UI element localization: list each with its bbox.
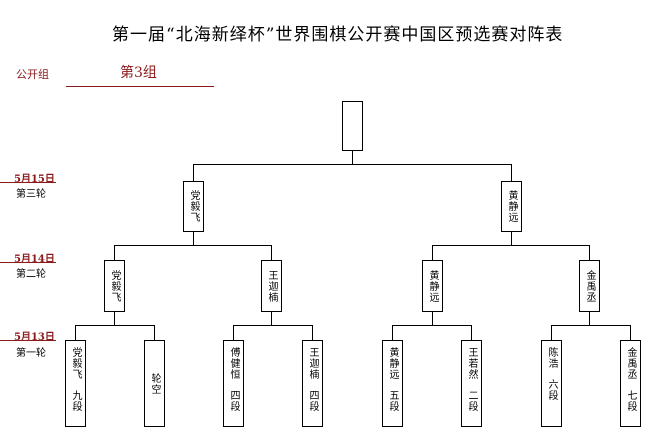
round-date-2: 5月14日	[14, 254, 55, 265]
player-rank: 六段	[546, 379, 557, 401]
player-rank: 九段	[70, 390, 81, 412]
player-name: 轮空	[149, 372, 160, 395]
round-divider-3	[0, 182, 56, 183]
bracket-line	[271, 311, 272, 325]
group-underline	[66, 86, 214, 87]
bracket-line	[233, 325, 313, 326]
player-name: 陈浩	[546, 347, 557, 369]
bracket-line	[630, 325, 631, 341]
player-name: 党毅飞	[188, 190, 199, 223]
round2-player-box: 黄静远	[422, 260, 443, 312]
player-rank: 四段	[307, 390, 318, 412]
bracket-line	[75, 325, 155, 326]
bracket-line	[193, 231, 194, 245]
round-name-3: 第三轮	[16, 189, 46, 200]
bracket-line	[589, 245, 590, 261]
bracket-line	[114, 245, 272, 246]
player-name: 傅健恒	[228, 347, 239, 380]
bracket-line	[114, 311, 115, 325]
player-rank: 二段	[466, 390, 477, 412]
final-winner-box	[342, 101, 363, 151]
bracket-line	[392, 325, 472, 326]
round3-player-box: 党毅飞	[183, 181, 204, 232]
bracket-line	[233, 325, 234, 341]
round1-bye-box: 轮空	[144, 340, 165, 427]
round-name-2: 第二轮	[16, 269, 46, 280]
round-divider-1	[0, 340, 56, 341]
round1-player-box: 黄静远 五段	[382, 340, 403, 427]
bracket-line	[511, 164, 512, 182]
round1-player-box: 金禹丞 七段	[620, 340, 641, 427]
round1-player-box: 傅健恒 四段	[223, 340, 244, 427]
bracket-line	[471, 325, 472, 341]
bracket-line	[432, 245, 590, 246]
bracket-line	[271, 245, 272, 261]
page-title: 第一届“北海新绎杯”世界围棋公开赛中国区预选赛对阵表	[112, 25, 564, 45]
player-name: 党毅飞	[109, 269, 120, 303]
player-rank: 五段	[387, 390, 398, 412]
bracket-line	[432, 311, 433, 325]
bracket-line	[75, 325, 76, 341]
round1-player-box: 党毅飞 九段	[65, 340, 86, 427]
bracket-line	[154, 325, 155, 341]
bracket-line	[392, 325, 393, 341]
round1-player-box: 陈浩 六段	[541, 340, 562, 427]
round3-player-box: 黄静远	[501, 181, 522, 232]
player-name: 金禹丞	[584, 269, 595, 303]
round-date-3: 5月15日	[14, 174, 55, 185]
player-name: 金禹丞	[625, 347, 636, 380]
bracket-line	[511, 231, 512, 245]
group-name: 第3组	[120, 65, 157, 81]
player-name: 王迦楠	[307, 347, 318, 380]
round-date-1: 5月13日	[14, 332, 55, 343]
player-name: 王迦楠	[266, 269, 277, 303]
group-label: 公开组	[16, 68, 49, 81]
round-name-1: 第一轮	[16, 348, 46, 359]
bracket-line	[193, 164, 512, 165]
bracket-line	[432, 245, 433, 261]
player-name: 黄静远	[506, 190, 517, 223]
player-name: 党毅飞	[70, 347, 81, 380]
round2-player-box: 党毅飞	[104, 260, 125, 312]
bracket-line	[589, 311, 590, 325]
round1-player-box: 王若然 二段	[461, 340, 482, 427]
player-name: 王若然	[466, 347, 477, 380]
bracket-line	[193, 164, 194, 182]
round2-player-box: 金禹丞	[579, 260, 600, 312]
bracket-line	[352, 150, 353, 164]
bracket-line	[312, 325, 313, 341]
player-name: 黄静远	[387, 347, 398, 380]
player-name: 黄静远	[427, 269, 438, 303]
player-rank: 四段	[228, 390, 239, 412]
bracket-line	[551, 325, 552, 341]
round2-player-box: 王迦楠	[261, 260, 282, 312]
bracket-line	[114, 245, 115, 261]
round1-player-box: 王迦楠 四段	[302, 340, 323, 427]
bracket-line	[551, 325, 631, 326]
round-divider-2	[0, 262, 56, 263]
player-rank: 七段	[625, 390, 636, 412]
